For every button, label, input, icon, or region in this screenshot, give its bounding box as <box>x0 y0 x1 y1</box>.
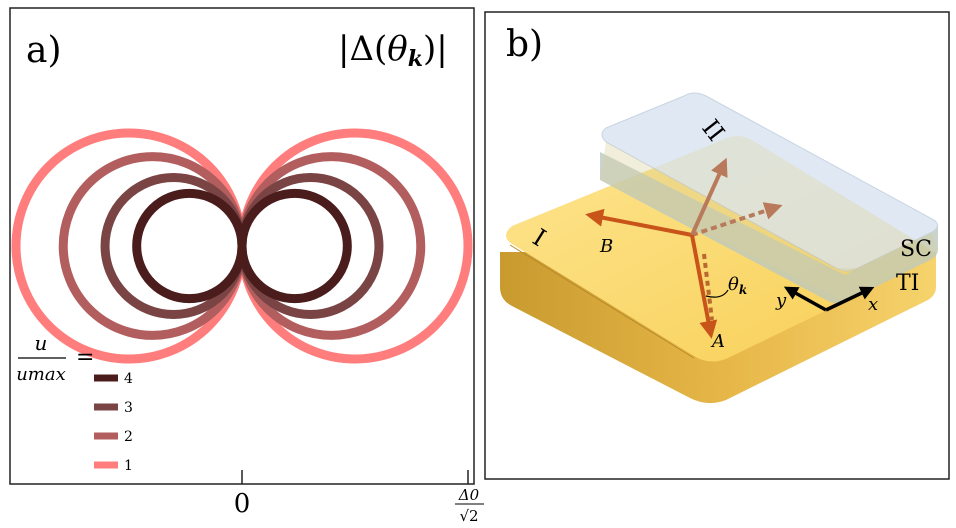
panel-a: a) |Δ(θk)| 0 Δ0 √2 u umax = 4 3 2 1 <box>9 7 484 525</box>
panel-a-formula: |Δ(θk)| <box>338 29 448 72</box>
sc-tint <box>600 142 938 302</box>
sc-label: SC <box>900 237 932 262</box>
arrow-A <box>690 234 718 339</box>
svg-text:u: u <box>35 331 48 355</box>
legend-title: u umax = <box>16 331 94 385</box>
arrow-B <box>585 208 693 237</box>
axis-x-arrow <box>825 286 875 312</box>
panel-b: b) I II SC TI B A <box>484 11 950 480</box>
svg-text:Δ0: Δ0 <box>458 486 480 504</box>
sc-top <box>601 92 938 272</box>
x-tick-label-right: Δ0 √2 <box>455 486 484 525</box>
theta-arc <box>705 289 729 298</box>
label-theta: θk <box>728 274 747 297</box>
legend-label-4: 4 <box>124 371 133 387</box>
arrows <box>585 157 783 339</box>
svg-text:√2: √2 <box>459 507 478 525</box>
axis-x-label: x <box>868 294 878 315</box>
legend-label-1: 1 <box>124 458 133 474</box>
series-4-circle-right <box>237 188 352 304</box>
arrow-transmitted <box>691 202 783 237</box>
ti-edge <box>509 244 695 359</box>
arrow-II <box>690 157 728 236</box>
ti-label: TI <box>896 271 919 296</box>
svg-text:umax: umax <box>16 364 66 385</box>
plot-area <box>11 128 473 364</box>
label-A: A <box>710 331 725 352</box>
x-tick-label-zero: 0 <box>234 489 251 519</box>
panel-a-label: a) <box>26 30 62 71</box>
legend: u umax = 4 3 2 1 <box>16 331 133 474</box>
axis-y-arrow <box>783 286 827 312</box>
normal-dashed <box>702 253 714 321</box>
sc-slab <box>600 92 938 304</box>
svg-text:=: = <box>76 345 94 370</box>
legend-label-3: 3 <box>124 400 133 416</box>
axis-y-label: y <box>775 290 787 311</box>
coordinate-axes <box>783 286 875 312</box>
label-B: B <box>599 236 613 257</box>
legend-label-2: 2 <box>124 429 133 445</box>
panel-b-label: b) <box>506 24 543 65</box>
